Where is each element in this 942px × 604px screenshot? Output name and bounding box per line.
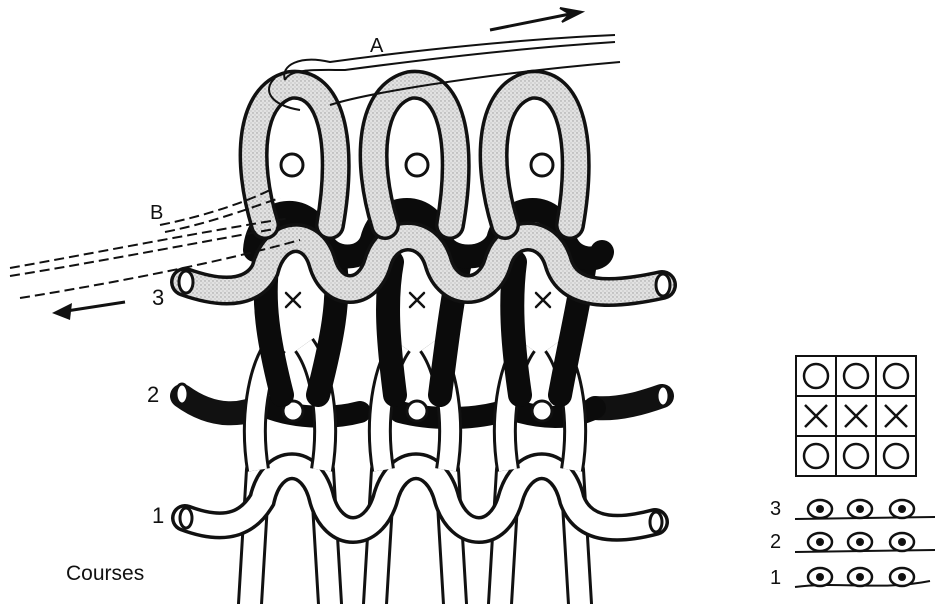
label-yarn-a: A <box>370 35 384 57</box>
needle-dot <box>898 573 906 581</box>
courses-caption: Courses <box>66 562 144 585</box>
needle-row-label-3: 3 <box>770 498 781 520</box>
needle-dot <box>856 538 864 546</box>
needle-row-label-1: 1 <box>770 567 781 589</box>
needle-dot <box>816 573 824 581</box>
course-3-light-yarn <box>179 85 670 307</box>
notation-cell <box>796 356 836 396</box>
course-label-3: 3 <box>152 285 164 310</box>
notation-grid <box>796 356 916 476</box>
notation-cell <box>796 436 836 476</box>
needle-dot <box>816 505 824 513</box>
needle-dot <box>856 505 864 513</box>
course-1-white-yarn <box>180 466 662 604</box>
yarn-b-arrow <box>52 302 125 320</box>
notation-cell <box>876 436 916 476</box>
needle-dot <box>898 505 906 513</box>
notation-cell <box>836 436 876 476</box>
notation-cell <box>836 356 876 396</box>
needle-dot <box>898 538 906 546</box>
notation-cell <box>876 356 916 396</box>
course-label-1: 1 <box>152 503 164 528</box>
needle-row-label-2: 2 <box>770 531 781 553</box>
course-label-2: 2 <box>147 382 159 407</box>
needle-dot <box>816 538 824 546</box>
label-yarn-b: B <box>150 202 163 224</box>
needle-dot <box>856 573 864 581</box>
needle-diagram: 3 2 1 <box>770 498 935 589</box>
